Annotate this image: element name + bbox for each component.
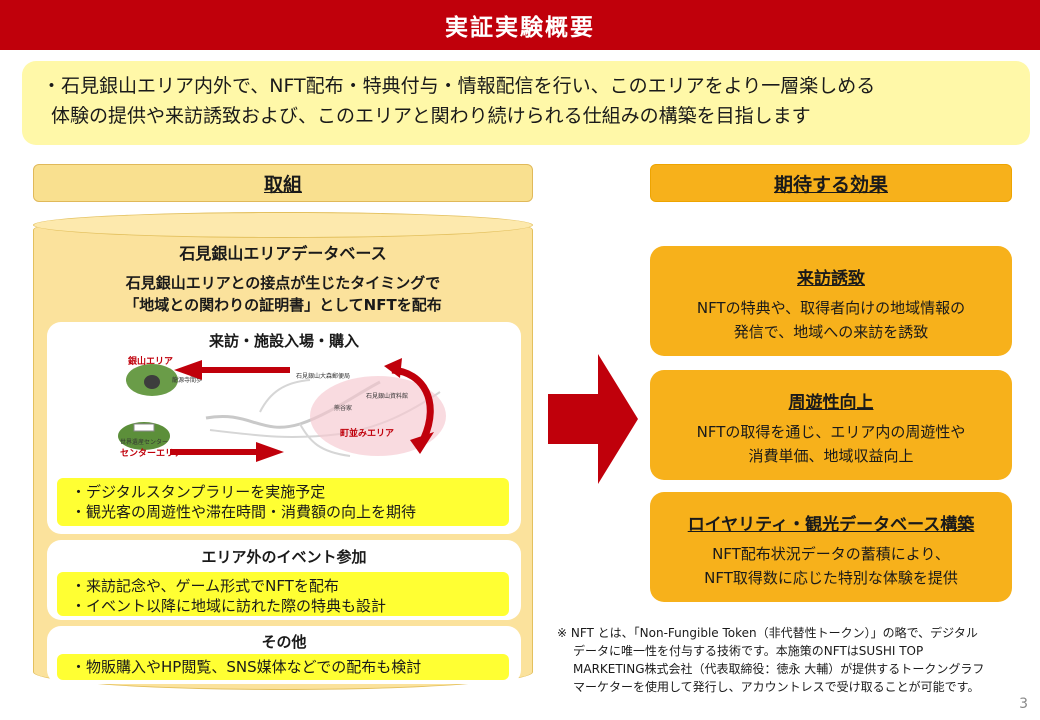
section-title: エリア外のイベント参加 [201, 548, 367, 566]
database-subtitle: 石見銀山エリアとの接点が生じたタイミングで 「地域との関わりの証明書」としてNF… [124, 274, 442, 314]
map-label-ryugenji: 龍源寺間歩 [172, 376, 202, 384]
summary-box: ・石見銀山エリア内外で、NFT配布・特典付与・情報配信を行い、このエリアをより一… [22, 61, 1030, 145]
note-box-other: ・物販購入やHP閲覧、SNS媒体などでの配布も検討 [57, 654, 509, 680]
map-label-center-area: センターエリア [120, 447, 183, 459]
map-arrow-curve [384, 358, 434, 454]
efforts-header: 取組 [33, 164, 533, 202]
map-label-ginzan-area: 銀山エリア [128, 355, 173, 367]
map-arrow-left-top [174, 360, 290, 380]
map-label-museum: 石見銀山資料館 [366, 392, 408, 400]
database-title: 石見銀山エリアデータベース [179, 244, 387, 263]
section-title: 来訪・施設入場・購入 [208, 332, 359, 350]
map-label-kumagai: 熊谷家 [334, 404, 352, 412]
page-title: 実証実験概要 [445, 15, 595, 41]
map-arrow-right-bottom [170, 442, 284, 462]
section-title: その他 [261, 633, 307, 651]
effects-header: 期待する効果 [650, 164, 1012, 202]
effect-visit-attraction: 来訪誘致 NFTの特典や、取得者向けの地域情報の 発信で、地域への来訪を誘致 [650, 246, 1012, 356]
map-label-center-site: 世界遺産センター [120, 438, 168, 446]
page-number: 3 [1019, 696, 1028, 712]
area-map: 銀山エリア 龍源寺間歩 世界遺産センター センターエリア 石見銀山大森郵便局 石… [118, 355, 446, 459]
map-label-post-office: 石見銀山大森郵便局 [296, 372, 350, 380]
note-box-events: ・来訪記念や、ゲーム形式でNFTを配布 ・イベント以降に地域に訪れた際の特典も設… [57, 572, 509, 616]
database-cylinder-rim [33, 212, 533, 238]
summary-line: 体験の提供や来訪誘致および、このエリアと関わり続けられる仕組みの構築を目指します [51, 105, 811, 127]
note-box-visit: ・デジタルスタンプラリーを実施予定 ・観光客の周遊性や滞在時間・消費額の向上を期… [57, 478, 509, 526]
big-right-arrow [548, 354, 638, 484]
map-label-town-area: 町並みエリア [340, 427, 394, 439]
summary-line: ・石見銀山エリア内外で、NFT配布・特典付与・情報配信を行い、このエリアをより一… [42, 75, 876, 97]
effect-loyalty-database: ロイヤリティ・観光データベース構築 NFT配布状況データの蓄積により、 NFT取… [650, 492, 1012, 602]
footnote: ※ NFT とは、「Non-Fungible Token（非代替性トークン）」の… [557, 626, 985, 694]
effect-circulation: 周遊性向上 NFTの取得を通じ、エリア内の周遊性や 消費単価、地域収益向上 [650, 370, 1012, 480]
title-bar: 実証実験概要 [0, 0, 1040, 50]
